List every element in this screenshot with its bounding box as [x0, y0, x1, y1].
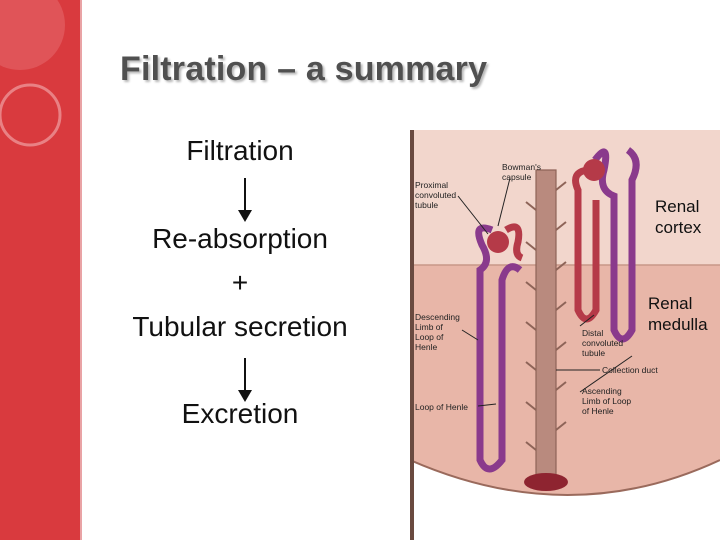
label-ascending-3: of Henle — [582, 406, 614, 416]
step-filtration: Filtration — [186, 135, 294, 166]
step-reabsorption: Re-absorption — [152, 223, 328, 254]
collection-duct — [535, 169, 557, 486]
step-excretion: Excretion — [181, 398, 299, 429]
label-distal-2: convoluted — [582, 338, 623, 348]
region-label-medulla: Renal medulla — [648, 293, 708, 335]
slide-title: Filtration – a summary — [120, 50, 488, 88]
step-plus: + — [231, 267, 249, 298]
glomerulus-left — [487, 231, 509, 253]
sidebar-divider — [80, 0, 82, 540]
label-distal-3: tubule — [582, 348, 605, 358]
label-descending-3: Loop of — [415, 332, 444, 342]
label-descending-4: Henle — [415, 342, 437, 352]
glomerulus-right — [583, 159, 605, 181]
label-loop-of-henle: Loop of Henle — [415, 402, 468, 412]
label-ascending-1: Ascending — [582, 386, 622, 396]
nephron-illustration: Proximal convoluted tubule Bowman's caps… — [409, 130, 720, 540]
label-proximal-1: Proximal — [415, 180, 448, 190]
nephron-left-tubule — [475, 224, 523, 473]
label-descending-2: Limb of — [415, 322, 444, 332]
papilla — [524, 473, 568, 491]
label-proximal-3: tubule — [415, 200, 438, 210]
region-medulla-line-2: medulla — [648, 315, 708, 334]
decorative-sidebar — [0, 0, 80, 540]
nephron-right-tubule — [592, 147, 640, 343]
label-bowman-1: Bowman's — [502, 162, 541, 172]
cortex-region — [410, 130, 720, 265]
medulla-region — [410, 265, 720, 495]
step-tubular-secretion: Tubular secretion — [132, 311, 348, 342]
label-ascending-2: Limb of Loop — [582, 396, 631, 406]
label-distal-1: Distal — [582, 328, 603, 338]
label-bowman-2: capsule — [502, 172, 532, 182]
nephron-diagram: Proximal convoluted tubule Bowman's caps… — [409, 130, 720, 540]
region-label-cortex: Renal cortex — [655, 196, 701, 238]
down-arrow-icon — [238, 178, 252, 222]
decorative-circles — [0, 0, 65, 147]
region-cortex-line-1: Renal — [655, 197, 700, 216]
region-cortex-line-2: cortex — [655, 218, 702, 237]
region-medulla-line-1: Renal — [648, 294, 693, 313]
label-collection-duct: Collection duct — [602, 365, 658, 375]
label-proximal-2: convoluted — [415, 190, 456, 200]
label-descending-1: Descending — [415, 312, 460, 322]
down-arrow-icon — [238, 358, 252, 402]
